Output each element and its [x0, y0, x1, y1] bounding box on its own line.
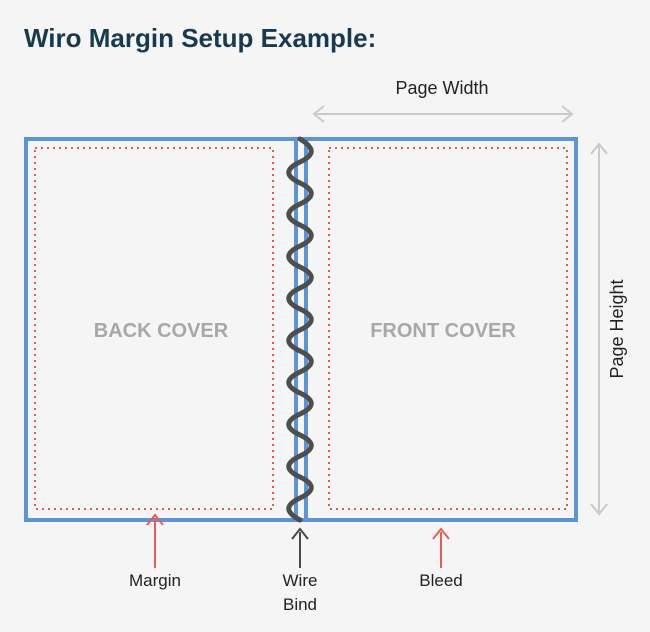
wire-coil-path	[286, 136, 314, 523]
page-width-arrow-right	[561, 105, 574, 123]
bleed-arrow-head	[432, 527, 450, 540]
bleed-callout: Bleed	[419, 527, 463, 590]
back-cover-border	[24, 137, 298, 522]
front-cover-label: FRONT COVER	[370, 320, 516, 342]
wire-label-line2: Bind	[283, 595, 317, 614]
margin-arrow-head	[146, 513, 164, 526]
page-width-arrow-left	[312, 105, 325, 123]
wire-bind-arrow-head	[291, 527, 309, 540]
back-cover-label: BACK COVER	[94, 320, 229, 342]
page-width-label: Page Width	[395, 78, 488, 98]
page-height-arrow-top	[590, 142, 608, 155]
page-height-arrow-bottom	[590, 503, 608, 516]
margin-label: Margin	[129, 571, 181, 590]
back-cover-panel: BACK COVER	[24, 137, 298, 522]
bleed-label: Bleed	[419, 571, 462, 590]
wire-coil	[286, 136, 314, 523]
front-cover-border	[304, 137, 578, 522]
margin-callout: Margin	[129, 513, 181, 590]
front-cover-panel: FRONT COVER	[304, 137, 578, 522]
page-height-indicator: Page Height	[590, 142, 627, 516]
title: Wiro Margin Setup Example:	[24, 23, 376, 53]
page-height-label: Page Height	[607, 279, 627, 378]
page-width-indicator: Page Width	[312, 78, 574, 123]
wire-label-line1: Wire	[283, 571, 318, 590]
wire-bind-callout: Wire Bind	[283, 527, 318, 614]
